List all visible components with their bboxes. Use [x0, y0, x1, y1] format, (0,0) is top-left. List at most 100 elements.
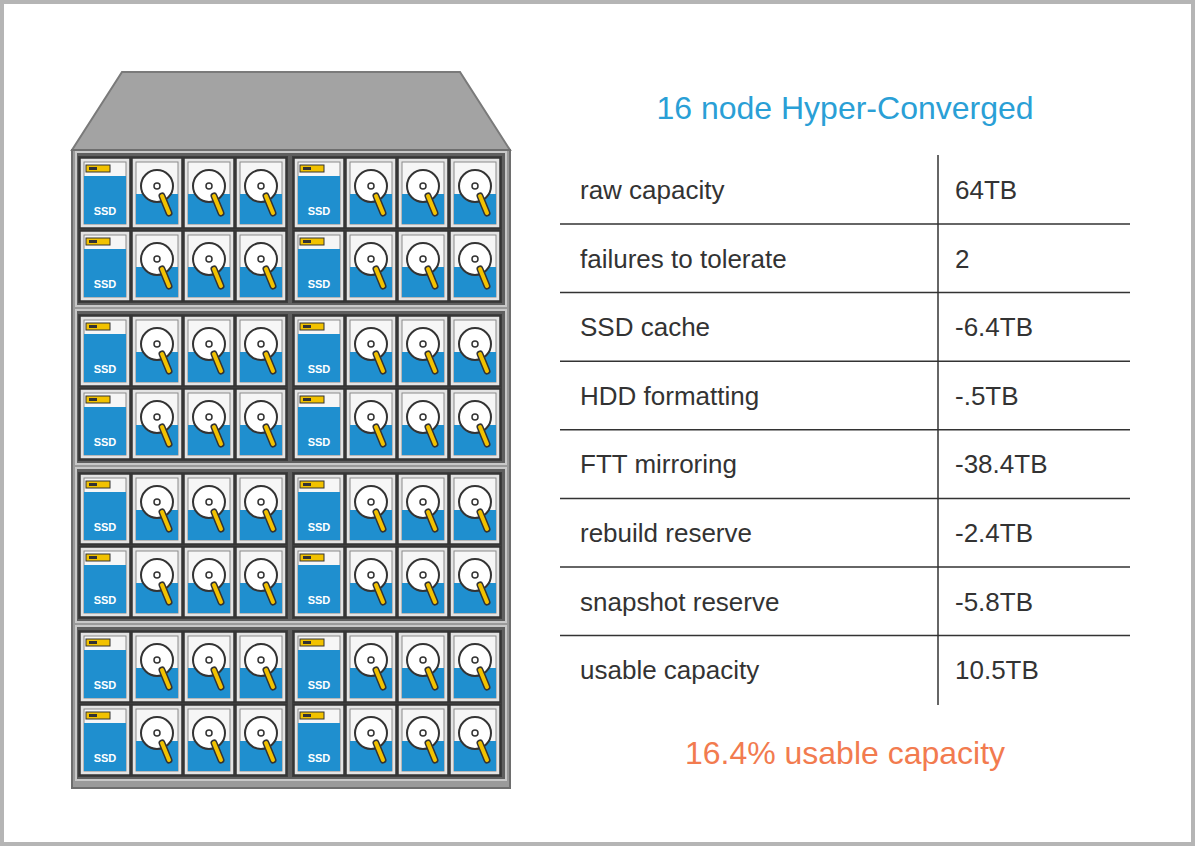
drive-group [78, 387, 288, 461]
drive-label: SSD [94, 436, 117, 455]
hdd-bay [132, 705, 182, 775]
hdd-bay [236, 547, 286, 617]
ssd-bay [80, 705, 130, 775]
ssd-bay [80, 389, 130, 459]
table-rule [560, 223, 1130, 225]
table-rule [560, 498, 1130, 500]
ssd-bay [294, 632, 344, 702]
table-row-label: failures to tolerate [580, 243, 787, 274]
table-rule [560, 635, 1130, 637]
table-value: -38.4TB [955, 449, 1048, 480]
drive-group [78, 229, 288, 303]
hdd-bay [132, 316, 182, 386]
ssd-bay [80, 474, 130, 544]
ssd-drive: SSD [298, 723, 340, 771]
hdd-bay [346, 389, 396, 459]
drive-label: SSD [308, 205, 331, 224]
drive-label: SSD [308, 363, 331, 382]
ssd-bay [294, 316, 344, 386]
table-value: 64TB [955, 175, 1017, 206]
table-divider [937, 155, 939, 705]
drive-label: SSD [94, 521, 117, 540]
hdd-bay [398, 474, 448, 544]
table-value: -.5TB [955, 380, 1019, 411]
ssd-drive: SSD [298, 249, 340, 297]
hdd-bay [184, 632, 234, 702]
ssd-drive: SSD [298, 650, 340, 698]
hdd-bay [236, 316, 286, 386]
hdd-bay [450, 705, 500, 775]
ssd-bay [80, 316, 130, 386]
drive-label: SSD [94, 363, 117, 382]
ssd-bay [80, 632, 130, 702]
ssd-bay [294, 474, 344, 544]
chassis [76, 152, 506, 306]
hdd-bay [184, 231, 234, 301]
drive-label: SSD [308, 436, 331, 455]
ssd-bay [80, 231, 130, 301]
hdd-bay [184, 158, 234, 228]
table-rule [560, 566, 1130, 568]
ssd-drive: SSD [298, 565, 340, 613]
drive-label: SSD [94, 278, 117, 297]
rack-body [72, 150, 510, 788]
chassis [76, 626, 506, 780]
hdd-bay [132, 547, 182, 617]
hdd-bay [236, 632, 286, 702]
drive-group [78, 703, 288, 777]
hdd-bay [346, 547, 396, 617]
ssd-bay [294, 158, 344, 228]
hdd-bay [346, 632, 396, 702]
drive-label: SSD [308, 594, 331, 613]
table-rule [560, 292, 1130, 294]
drive-group [292, 472, 502, 546]
hdd-bay [132, 158, 182, 228]
hdd-bay [346, 158, 396, 228]
hdd-bay [236, 705, 286, 775]
hdd-bay [236, 158, 286, 228]
drive-group [292, 703, 502, 777]
table-value: -5.8TB [955, 586, 1033, 617]
hdd-bay [184, 547, 234, 617]
ssd-bay [294, 547, 344, 617]
drive-group [292, 545, 502, 619]
hdd-bay [398, 547, 448, 617]
ssd-drive: SSD [84, 650, 126, 698]
drive-label: SSD [94, 679, 117, 698]
hdd-bay [398, 389, 448, 459]
ssd-drive: SSD [298, 492, 340, 540]
drive-group [78, 472, 288, 546]
drive-group [292, 229, 502, 303]
drive-label: SSD [94, 752, 117, 771]
drive-bays [76, 152, 506, 780]
hdd-bay [236, 389, 286, 459]
drive-group [292, 387, 502, 461]
hdd-bay [450, 316, 500, 386]
drive-label: SSD [94, 205, 117, 224]
table-value: 10.5TB [955, 655, 1039, 686]
hdd-bay [450, 231, 500, 301]
ssd-drive: SSD [84, 176, 126, 224]
table-value: -6.4TB [955, 312, 1033, 343]
ssd-drive: SSD [84, 249, 126, 297]
drive-label: SSD [308, 521, 331, 540]
hdd-bay [398, 231, 448, 301]
hdd-bay [398, 158, 448, 228]
hdd-bay [184, 705, 234, 775]
ssd-drive: SSD [84, 334, 126, 382]
ssd-bay [80, 547, 130, 617]
table-rule [560, 429, 1130, 431]
table-value: 2 [955, 243, 969, 274]
table-row-label: HDD formatting [580, 380, 759, 411]
drive-group [292, 630, 502, 704]
ssd-drive: SSD [298, 407, 340, 455]
hdd-bay [346, 316, 396, 386]
ssd-drive: SSD [84, 407, 126, 455]
hdd-bay [398, 316, 448, 386]
hdd-bay [236, 231, 286, 301]
table-row-label: rebuild reserve [580, 518, 752, 549]
hdd-bay [398, 705, 448, 775]
table-row-label: FTT mirroring [580, 449, 737, 480]
chassis [76, 468, 506, 622]
